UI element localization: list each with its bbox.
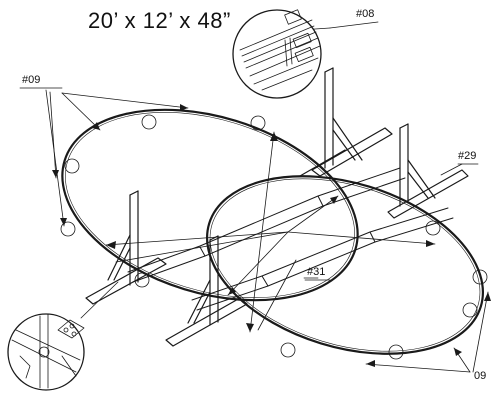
dimensions-title: 20’ x 12’ x 48” xyxy=(88,8,231,33)
right-oval-rail xyxy=(206,175,484,355)
cross-beams xyxy=(127,167,454,311)
stand-back-left xyxy=(299,67,393,177)
stand-front-left xyxy=(85,190,167,305)
callout-part-29: #29 xyxy=(458,150,477,162)
stand-back-right xyxy=(387,123,469,219)
callout-part-08: #08 xyxy=(356,8,375,20)
arrow-lines xyxy=(45,89,489,373)
connector-circles xyxy=(60,114,488,360)
arrow-heads xyxy=(52,104,491,367)
detail-circle-bottom xyxy=(7,313,85,391)
callout-part-09-right: 09 xyxy=(474,370,487,382)
stand-front-right xyxy=(165,235,248,347)
callout-part-09-left: #09 xyxy=(22,74,41,86)
callout-part-31: #31 xyxy=(307,266,326,278)
callout-leaders xyxy=(19,21,479,281)
detail-circle-top xyxy=(232,9,322,99)
left-oval-rail xyxy=(61,108,359,302)
